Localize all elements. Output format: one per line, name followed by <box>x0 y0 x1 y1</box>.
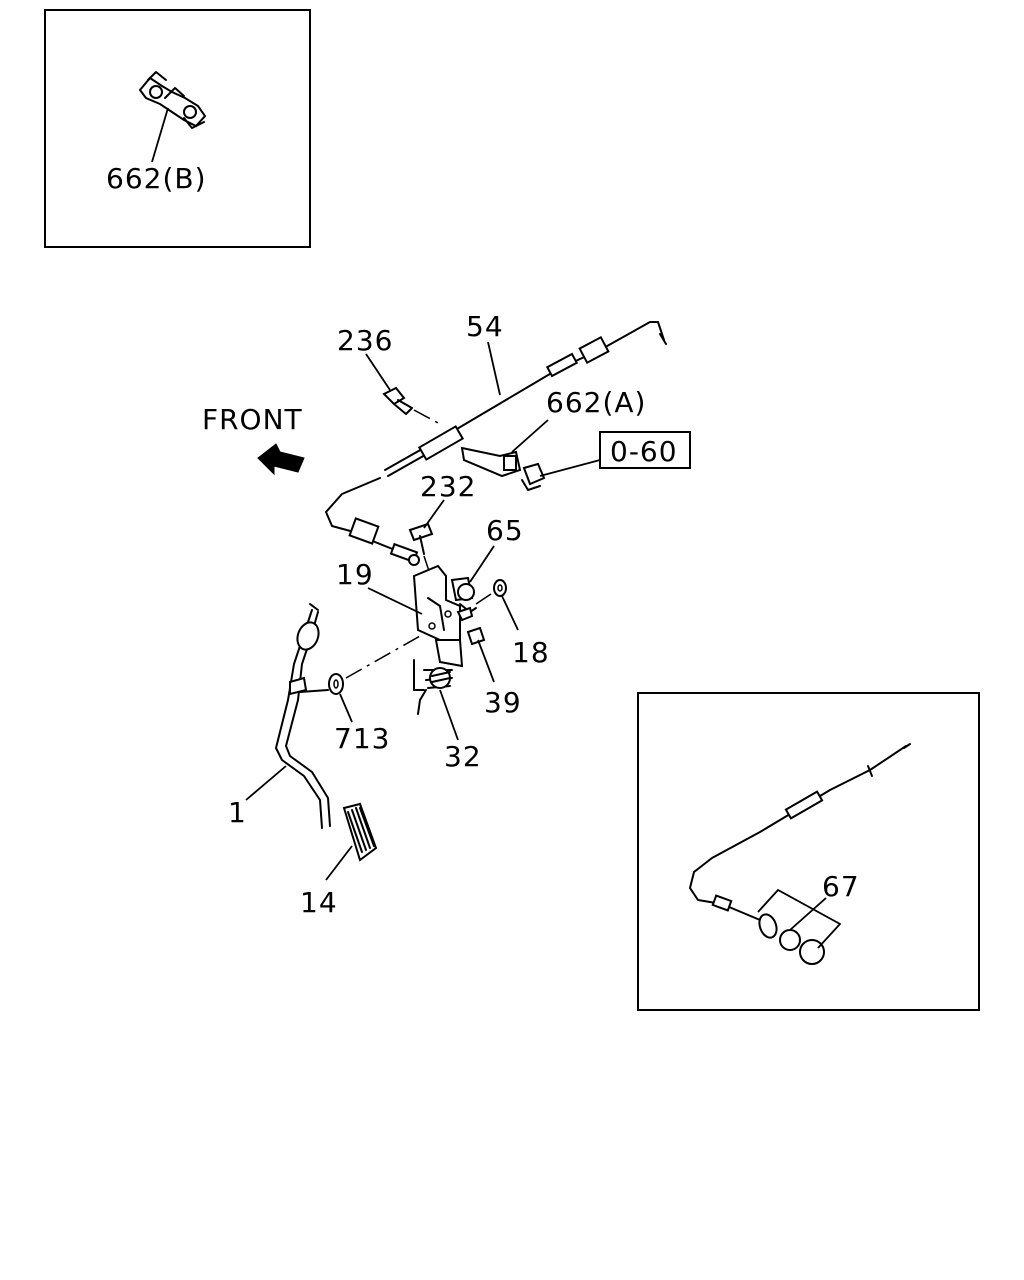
leader-662b <box>151 107 169 163</box>
bracket-662a <box>460 446 522 478</box>
washer-18 <box>475 579 507 605</box>
label-713: 713 <box>334 722 390 755</box>
accelerator-cable-54 <box>325 321 667 566</box>
label-39: 39 <box>484 686 522 719</box>
clip-662b-part <box>138 71 207 129</box>
label-1: 1 <box>228 796 247 829</box>
leader-54 <box>487 341 501 396</box>
label-14: 14 <box>300 886 338 919</box>
leader-713 <box>339 693 353 723</box>
label-236: 236 <box>337 324 393 357</box>
inset-frame-bottom-right <box>637 692 980 1011</box>
bracket-19 <box>412 564 464 668</box>
leader-65 <box>469 545 495 583</box>
label-0-60: 0-60 <box>610 435 678 468</box>
label-65: 65 <box>486 514 524 547</box>
label-662a: 662(A) <box>546 386 646 419</box>
label-232: 232 <box>420 470 476 503</box>
leader-39 <box>477 639 495 683</box>
bolt-65 <box>450 576 477 622</box>
label-32: 32 <box>444 740 482 773</box>
washer-713 <box>328 635 421 695</box>
clip-0-60 <box>521 462 546 491</box>
leader-19 <box>367 587 423 615</box>
front-arrow-icon <box>257 443 305 476</box>
inset-cable-67: 67 <box>637 692 980 1011</box>
front-indicator: FRONT <box>202 403 305 476</box>
cable-inset-part <box>689 743 911 965</box>
leader-232 <box>423 499 445 529</box>
pin-39 <box>466 626 486 646</box>
spring-32 <box>413 659 453 715</box>
label-19: 19 <box>336 558 374 591</box>
bolt-232 <box>408 522 434 575</box>
pedal-pad-14 <box>342 802 378 862</box>
label-662b: 662(B) <box>106 162 207 195</box>
leader-18 <box>501 595 519 631</box>
label-18: 18 <box>512 636 550 669</box>
leader-14 <box>325 845 353 881</box>
leader-236 <box>365 353 391 391</box>
ref-box-0-60 <box>599 431 691 469</box>
leader-662a <box>511 419 549 453</box>
leader-67-bracket <box>757 888 842 949</box>
leader-0-60 <box>539 459 601 477</box>
bolt-236 <box>382 386 441 425</box>
inset-clip-662b: 662(B) <box>44 9 311 248</box>
pedal-arm-1 <box>275 603 331 829</box>
leader-32 <box>439 689 459 741</box>
leader-1 <box>245 765 287 801</box>
leader-67 <box>789 897 827 931</box>
inset-frame-top-left <box>44 9 311 248</box>
front-label: FRONT <box>202 403 303 436</box>
label-54: 54 <box>466 310 504 343</box>
label-67: 67 <box>822 870 860 903</box>
